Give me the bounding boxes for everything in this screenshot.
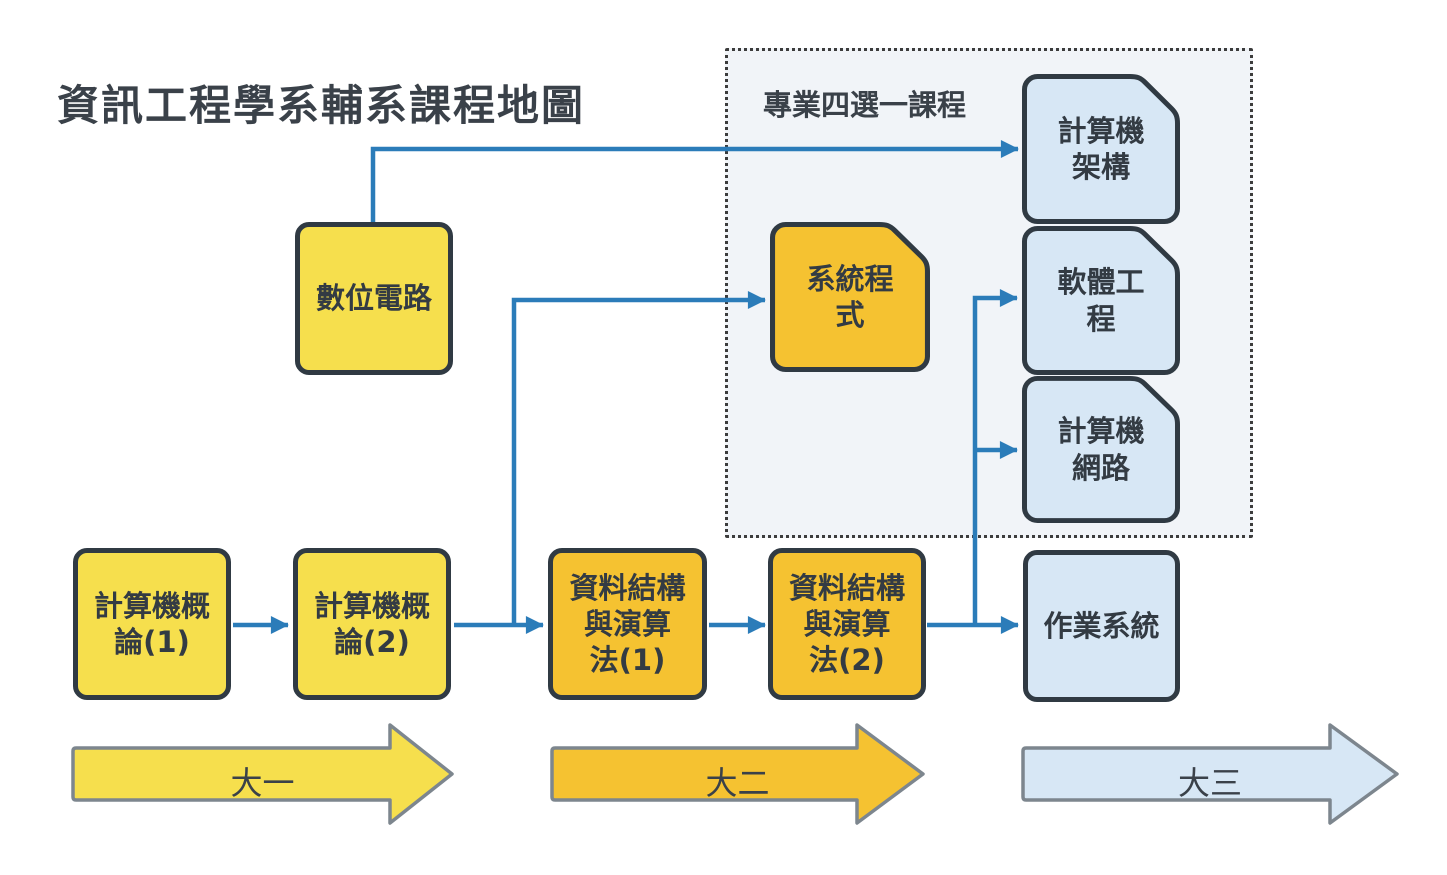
elective-group-label: 專業四選一課程 xyxy=(763,88,967,122)
course-label-computer-architecture: 計算機 架構 xyxy=(1057,113,1145,184)
course-label-intro-cs-2: 計算機概 論(2) xyxy=(313,588,430,659)
course-box-computer-networks: 計算機 網路 xyxy=(1022,376,1180,523)
folded-card-shape xyxy=(1022,74,1180,224)
course-label-intro-cs-1: 計算機概 論(1) xyxy=(93,588,210,659)
year1-label: 大一 xyxy=(230,764,295,802)
course-label-data-structures-2: 資料結構 與演算 法(2) xyxy=(788,570,905,678)
course-box-system-programming: 系統程 式 xyxy=(770,222,930,372)
year-band-arrows xyxy=(71,723,1399,825)
prerequisite-connectors xyxy=(233,140,1019,634)
course-box-operating-systems: 作業系統 xyxy=(1023,550,1180,702)
year3-label: 大三 xyxy=(1177,764,1242,802)
course-label-computer-networks: 計算機 網路 xyxy=(1057,414,1145,485)
course-box-computer-architecture: 計算機 架構 xyxy=(1022,74,1180,224)
folded-card-shape xyxy=(1022,226,1180,375)
connector-branch-to-softeng xyxy=(972,289,1018,625)
connector-branch-to-sysprog xyxy=(511,291,766,625)
course-box-digital-circuits: 數位電路 xyxy=(295,222,453,375)
course-box-data-structures-1: 資料結構 與演算 法(1) xyxy=(548,548,707,700)
year1-arrow-shape xyxy=(71,723,454,825)
course-label-data-structures-1: 資料結構 與演算 法(1) xyxy=(569,570,686,678)
connector-digital-to-architecture xyxy=(370,140,1019,224)
folded-card-shape xyxy=(1022,376,1180,523)
course-label-software-engineering: 軟體工 程 xyxy=(1057,265,1145,336)
year2-arrow-shape xyxy=(550,723,925,825)
course-label-system-programming: 系統程 式 xyxy=(806,261,894,332)
course-box-intro-cs-2: 計算機概 論(2) xyxy=(293,548,451,700)
course-box-intro-cs-1: 計算機概 論(1) xyxy=(73,548,231,700)
year2-label: 大二 xyxy=(705,764,770,802)
page-title: 資訊工程學系輔系課程地圖 xyxy=(57,81,586,130)
course-label-digital-circuits: 數位電路 xyxy=(315,281,432,316)
course-box-data-structures-2: 資料結構 與演算 法(2) xyxy=(768,548,926,700)
folded-card-shape xyxy=(770,222,930,372)
course-box-software-engineering: 軟體工 程 xyxy=(1022,226,1180,375)
course-label-operating-systems: 作業系統 xyxy=(1043,608,1160,643)
year3-arrow-shape xyxy=(1021,723,1399,825)
